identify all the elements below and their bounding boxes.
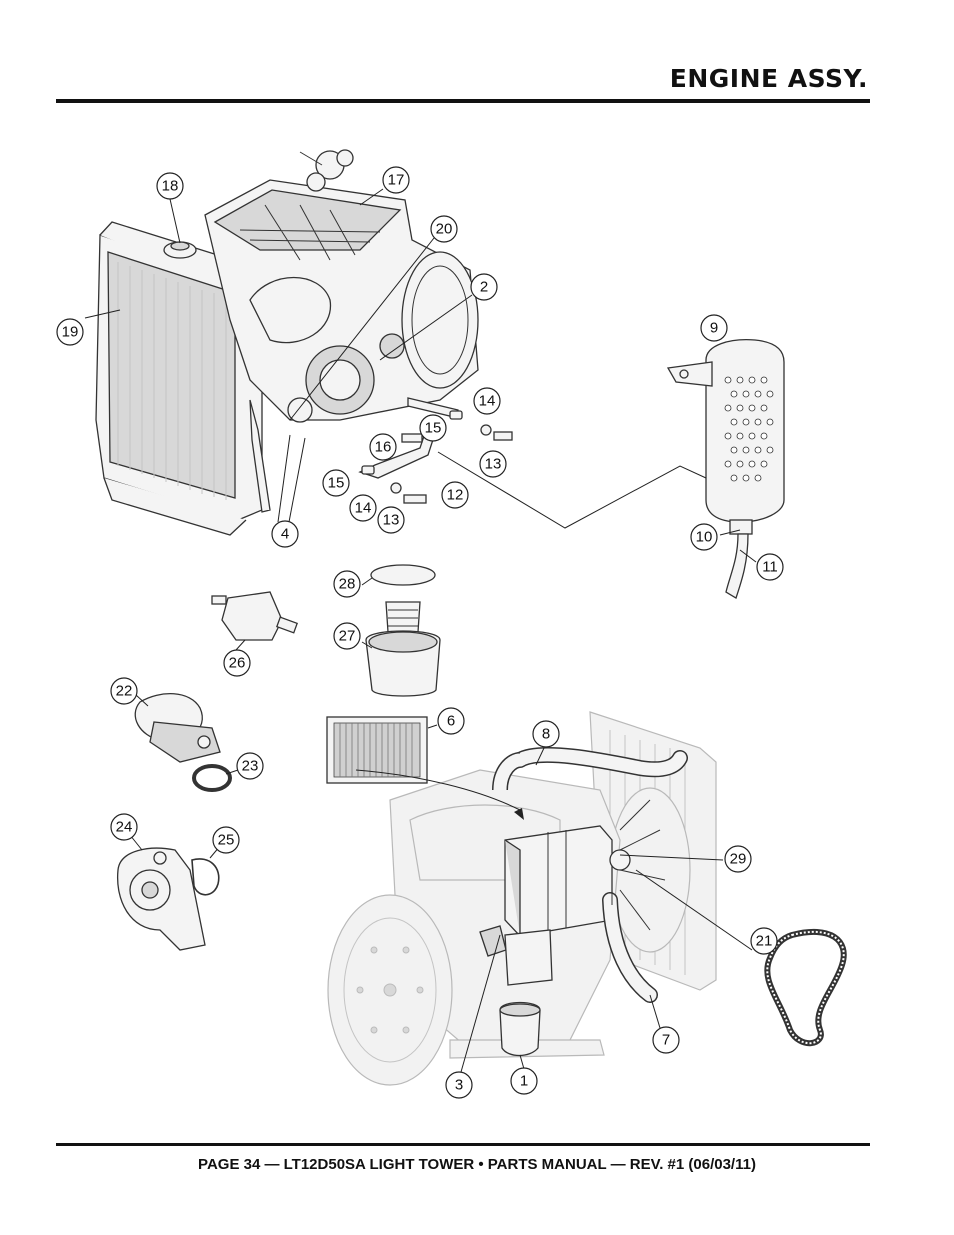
svg-text:28: 28 — [339, 576, 356, 593]
lower-hose-7 — [602, 892, 658, 1003]
gasket-23 — [192, 764, 232, 792]
callout-28: 28 — [333, 570, 361, 598]
callout-21: 21 — [750, 927, 778, 955]
o-ring-28 — [370, 564, 436, 586]
footer-rule — [56, 1143, 870, 1146]
svg-text:27: 27 — [339, 628, 356, 645]
callout-24: 24 — [110, 813, 138, 841]
svg-text:13: 13 — [485, 456, 502, 473]
callout-4: 4 — [271, 520, 299, 548]
fan-belt-21 — [764, 928, 847, 1047]
callout-25: 25 — [212, 826, 240, 854]
callout-8: 8 — [532, 720, 560, 748]
callout-13a: 13 — [479, 450, 507, 478]
starter-parts — [479, 925, 553, 1057]
svg-text:15: 15 — [425, 420, 442, 437]
svg-text:26: 26 — [229, 655, 246, 672]
callout-29: 29 — [724, 845, 752, 873]
svg-text:21: 21 — [756, 933, 773, 950]
callout-9: 9 — [700, 314, 728, 342]
callout-10: 10 — [690, 523, 718, 551]
air-intake-hose — [492, 746, 688, 791]
svg-text:25: 25 — [218, 832, 235, 849]
svg-text:2: 2 — [480, 279, 488, 296]
callout-14b: 14 — [349, 494, 377, 522]
oil-filter-element — [365, 601, 441, 697]
callout-22: 22 — [110, 677, 138, 705]
callout-15a: 15 — [419, 414, 447, 442]
svg-text:17: 17 — [388, 172, 405, 189]
svg-text:7: 7 — [662, 1032, 670, 1049]
svg-text:9: 9 — [710, 320, 718, 337]
fuel-pump — [134, 692, 221, 763]
water-pump — [116, 847, 206, 951]
dipstick-filler — [299, 149, 354, 192]
header-rule — [56, 99, 870, 103]
gasket-25 — [191, 858, 220, 896]
section-title: ENGINE ASSY. — [669, 64, 868, 93]
svg-text:14: 14 — [479, 393, 496, 410]
air-cleaner-housing — [504, 825, 613, 937]
callout-18: 18 — [156, 172, 184, 200]
svg-text:1: 1 — [520, 1073, 528, 1090]
callout-23: 23 — [236, 752, 264, 780]
svg-text:19: 19 — [62, 324, 79, 341]
muffler — [666, 339, 785, 599]
radiator-cap — [163, 241, 197, 259]
callout-12: 12 — [441, 481, 469, 509]
svg-text:8: 8 — [542, 726, 550, 743]
callout-7: 7 — [652, 1026, 680, 1054]
svg-text:22: 22 — [116, 683, 133, 700]
callout-19: 19 — [56, 318, 84, 346]
svg-text:29: 29 — [730, 851, 747, 868]
air-filter-element — [326, 716, 428, 784]
callout-17: 17 — [382, 166, 410, 194]
engine-block-top — [204, 179, 479, 423]
small-hardware — [361, 410, 513, 504]
svg-text:6: 6 — [447, 713, 455, 730]
callout-11: 11 — [756, 553, 784, 581]
callout-2: 2 — [470, 273, 498, 301]
svg-text:23: 23 — [242, 758, 259, 775]
svg-text:15: 15 — [328, 475, 345, 492]
svg-text:14: 14 — [355, 500, 372, 517]
svg-text:3: 3 — [455, 1077, 463, 1094]
svg-text:18: 18 — [162, 178, 179, 195]
svg-text:24: 24 — [116, 819, 133, 836]
callout-3: 3 — [445, 1071, 473, 1099]
svg-text:16: 16 — [375, 439, 392, 456]
page-footer: PAGE 34 — LT12D50SA LIGHT TOWER • PARTS … — [198, 1156, 756, 1173]
svg-text:10: 10 — [696, 529, 713, 546]
callout-6: 6 — [437, 707, 465, 735]
svg-text:4: 4 — [281, 526, 289, 543]
svg-text:11: 11 — [762, 559, 778, 576]
callout-26: 26 — [223, 649, 251, 677]
fuel-filter — [211, 591, 299, 641]
callout-1: 1 — [510, 1067, 538, 1095]
callout-20: 20 — [430, 215, 458, 243]
svg-text:13: 13 — [383, 512, 400, 529]
callout-15b: 15 — [322, 469, 350, 497]
leader-lines — [84, 188, 757, 1073]
callout-13b: 13 — [377, 506, 405, 534]
callout-14a: 14 — [473, 387, 501, 415]
callout-27: 27 — [333, 622, 361, 650]
callout-16: 16 — [369, 433, 397, 461]
svg-text:12: 12 — [447, 487, 464, 504]
svg-text:20: 20 — [436, 221, 453, 238]
